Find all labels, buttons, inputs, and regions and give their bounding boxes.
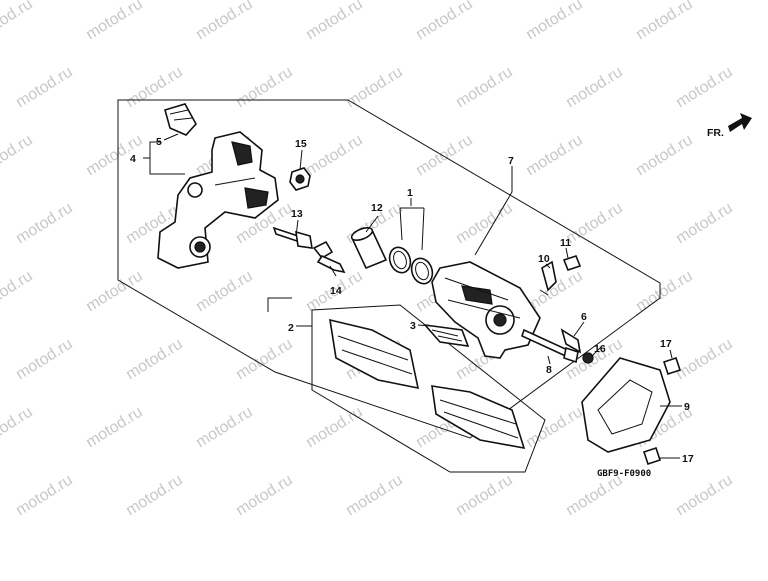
- pad-spring-clip: [164, 103, 197, 136]
- watermark-text: motod.ru: [193, 268, 256, 316]
- brake-pad-front: [329, 318, 420, 390]
- callout-4: 4: [130, 153, 136, 165]
- pad-pin: [521, 328, 579, 364]
- callout-13: 13: [291, 208, 303, 220]
- leader-lines: [143, 133, 682, 459]
- brake-pad-rear: [431, 385, 526, 450]
- watermark-text: motod.ru: [633, 132, 696, 180]
- callout-15: 15: [295, 138, 307, 150]
- watermark-text: motod.ru: [0, 0, 36, 43]
- watermark-text: motod.ru: [523, 0, 586, 43]
- watermark-text: motod.ru: [343, 472, 406, 520]
- pad-pin-plug: [560, 328, 582, 354]
- callout-12: 12: [371, 202, 383, 214]
- caliper-body: [431, 261, 541, 359]
- pad-set-outline: [267, 297, 292, 312]
- watermark-text: motod.ru: [193, 404, 256, 452]
- watermark-text: motod.ru: [0, 268, 36, 316]
- callout-1: 1: [407, 187, 413, 199]
- watermark-text: motod.ru: [303, 0, 366, 43]
- pad-set-bracket: [311, 304, 546, 473]
- watermark-text: motod.ru: [13, 200, 76, 248]
- callout-8: 8: [546, 364, 552, 376]
- callout-11: 11: [560, 237, 571, 249]
- watermark-text: motod.ru: [633, 268, 696, 316]
- caliper-piston: [350, 226, 388, 270]
- watermark-text: motod.ru: [13, 336, 76, 384]
- watermark-text: motod.ru: [673, 64, 736, 112]
- watermark-text: motod.ru: [343, 64, 406, 112]
- watermark-text: motod.ru: [633, 0, 696, 43]
- watermark-text: motod.ru: [453, 200, 516, 248]
- guard-bolt-lower: [642, 446, 662, 466]
- watermark-text: motod.ru: [453, 64, 516, 112]
- watermark-text: motod.ru: [123, 336, 186, 384]
- watermark-text: motod.ru: [303, 404, 366, 452]
- watermark-text: motod.ru: [673, 336, 736, 384]
- callout-10: 10: [538, 253, 550, 265]
- bleeder-valve: [539, 260, 557, 296]
- callout-14: 14: [330, 285, 342, 297]
- callout-2: 2: [288, 322, 294, 334]
- caliper-assembly-outline: [117, 99, 661, 439]
- callout-3: 3: [410, 320, 416, 332]
- watermark-text: motod.ru: [13, 472, 76, 520]
- watermark-text: motod.ru: [0, 404, 36, 452]
- callout-labels: 1 2 3 4 5 6 7 8 9 10 11 12 13 14 15 16 1…: [130, 136, 694, 465]
- watermark-text: motod.ru: [83, 0, 146, 43]
- callout-6: 6: [581, 311, 587, 323]
- guard-bolt-upper: [662, 356, 682, 376]
- watermark-text: motod.ru: [413, 0, 476, 43]
- caliper-pin-bolt: [272, 226, 313, 249]
- piston-seal-set: [388, 246, 434, 285]
- watermark-text: motod.ru: [193, 0, 256, 43]
- front-direction-label: FR.: [707, 127, 724, 139]
- watermark-text: motod.ru: [233, 64, 296, 112]
- diagram-code: GBF9-F0900: [597, 469, 651, 479]
- bleeder-cap: [562, 255, 582, 271]
- watermark-text: motod.ru: [83, 268, 146, 316]
- caliper-bracket: [157, 131, 279, 269]
- watermark-text: motod.ru: [0, 132, 36, 180]
- callout-17-upper: 17: [660, 338, 672, 350]
- pad-spring: [422, 323, 470, 347]
- watermark-text: motod.ru: [563, 64, 626, 112]
- bracket-nut: [289, 167, 311, 191]
- bracket-pin-bolt: [312, 240, 346, 274]
- watermark-text: motod.ru: [413, 132, 476, 180]
- watermark-text: motod.ru: [563, 200, 626, 248]
- callout-7: 7: [508, 155, 514, 167]
- watermark-text: motod.ru: [233, 472, 296, 520]
- arrow-right-icon: [728, 113, 752, 132]
- callout-5: 5: [156, 136, 162, 148]
- watermark-text: motod.ru: [13, 64, 76, 112]
- watermark-text: motod.ru: [123, 472, 186, 520]
- front-direction-indicator: FR.: [707, 113, 752, 139]
- watermark-text: motod.ru: [83, 132, 146, 180]
- watermark-text: motod.ru: [673, 200, 736, 248]
- watermark-text: motod.ru: [303, 132, 366, 180]
- callout-17-lower: 17: [682, 453, 694, 465]
- caliper-guard: [581, 357, 671, 453]
- watermark-text: motod.ru: [453, 472, 516, 520]
- watermark-text: motod.ru: [123, 64, 186, 112]
- callout-9: 9: [684, 401, 690, 413]
- callout-16: 16: [594, 343, 606, 355]
- watermark-text: motod.ru: [673, 472, 736, 520]
- pad-pin-nut: [582, 352, 594, 364]
- watermark-text: motod.ru: [83, 404, 146, 452]
- watermark-text: motod.ru: [523, 132, 586, 180]
